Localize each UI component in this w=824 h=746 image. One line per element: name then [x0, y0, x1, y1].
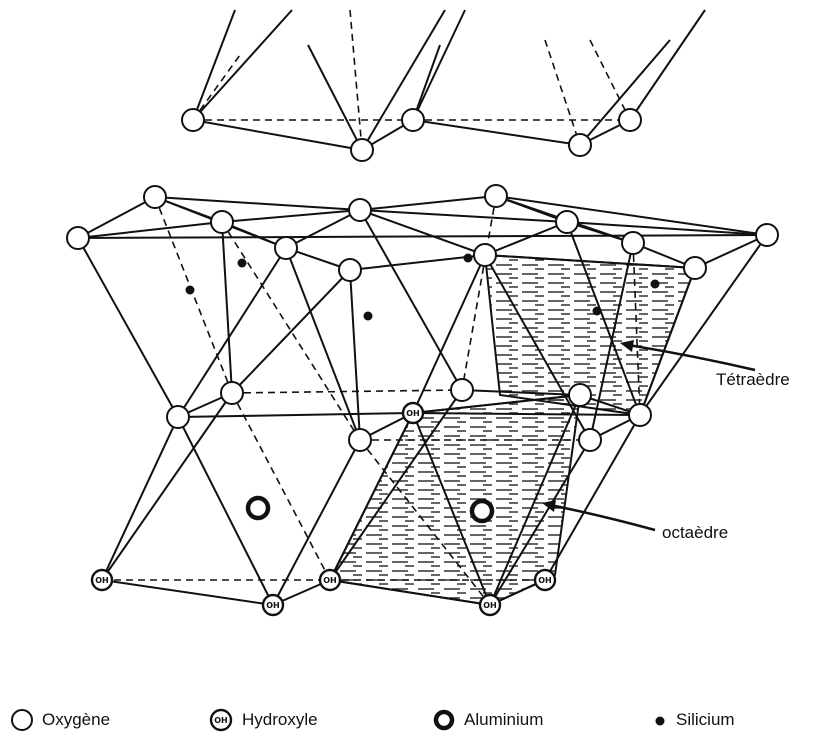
- hydroxyl-group: OH: [261, 593, 285, 617]
- upper-sheet-bonds: [192, 9, 706, 151]
- oxygen-atom: [348, 428, 372, 452]
- oxygen-atom: [181, 108, 205, 132]
- silicium-atom: [363, 311, 373, 321]
- oxygen-atom: [555, 210, 579, 234]
- svg-text:OH: OH: [214, 716, 228, 725]
- oxygen-atom: [450, 378, 474, 402]
- oxygen-atom: [66, 226, 90, 250]
- silicium-atom: [650, 279, 660, 289]
- aluminium-atom: [469, 498, 495, 524]
- hydroxyl-group: OH: [318, 568, 342, 592]
- oxygen-atom: [274, 236, 298, 260]
- oxygen-atom: [755, 223, 779, 247]
- svg-text:OH: OH: [95, 576, 109, 585]
- octahedron-label: octaèdre: [662, 523, 728, 542]
- silicium-atoms: [185, 253, 660, 321]
- oxygen-atom: [683, 256, 707, 280]
- oxygen-atom: [628, 403, 652, 427]
- oxygen-atom: [348, 198, 372, 222]
- svg-text:OH: OH: [538, 576, 552, 585]
- hydroxyl-group: OH: [478, 593, 502, 617]
- legend-label-aluminium: Aluminium: [464, 710, 544, 729]
- legend-label-oxygene: Oxygène: [42, 710, 111, 729]
- silicium-legend-icon: [655, 716, 665, 726]
- oxygen-atom: [568, 383, 592, 407]
- oxygen-legend-icon: [11, 709, 33, 731]
- oxygen-atom: [621, 231, 645, 255]
- oxygen-atom: [220, 381, 244, 405]
- legend-item-aluminium: Aluminium: [432, 700, 543, 740]
- svg-text:OH: OH: [483, 601, 497, 610]
- legend-item-oxygene: Oxygène: [10, 700, 110, 740]
- label-leaders: [542, 340, 756, 532]
- oxygen-atom: [484, 184, 508, 208]
- legend-label-hydroxyle: Hydroxyle: [242, 710, 318, 729]
- silicium-atom: [592, 306, 602, 316]
- hydroxyl-group: OH: [533, 568, 557, 592]
- oxygen-atom: [210, 210, 234, 234]
- oxygen-atom: [350, 138, 374, 162]
- aluminium-legend-icon: [433, 709, 455, 731]
- hydroxyl-groups: OH OH OH OH OH OH: [90, 401, 557, 617]
- hydroxyl-group: OH: [401, 401, 425, 425]
- oxygen-atom: [473, 243, 497, 267]
- silicium-atom: [463, 253, 473, 263]
- svg-text:OH: OH: [266, 601, 280, 610]
- legend-item-hydroxyle: OH Hydroxyle: [208, 700, 318, 740]
- oxygen-atom: [401, 108, 425, 132]
- legend: Oxygène OH Hydroxyle Aluminium Silicium: [0, 700, 824, 740]
- oxygen-atom: [578, 428, 602, 452]
- aluminium-atoms: [245, 495, 495, 524]
- tetrahedron-label: Tétraèdre: [716, 370, 790, 389]
- oxygen-atom: [166, 405, 190, 429]
- oxygen-atoms: [66, 108, 779, 452]
- oxygen-atom: [568, 133, 592, 157]
- svg-text:OH: OH: [406, 409, 420, 418]
- hydroxyl-group: OH: [90, 568, 114, 592]
- aluminium-atom: [245, 495, 271, 521]
- oxygen-atom: [618, 108, 642, 132]
- silicium-atom: [237, 258, 247, 268]
- tetrahedral-sheet-bonds: [77, 195, 768, 441]
- svg-text:OH: OH: [323, 576, 337, 585]
- octahedral-sheet-bonds: [101, 389, 641, 606]
- legend-label-silicium: Silicium: [676, 710, 735, 729]
- oxygen-atom: [143, 185, 167, 209]
- silicium-atom: [185, 285, 195, 295]
- hydroxyl-legend-icon: OH: [209, 708, 233, 732]
- legend-item-silicium: Silicium: [652, 700, 735, 740]
- oxygen-atom: [338, 258, 362, 282]
